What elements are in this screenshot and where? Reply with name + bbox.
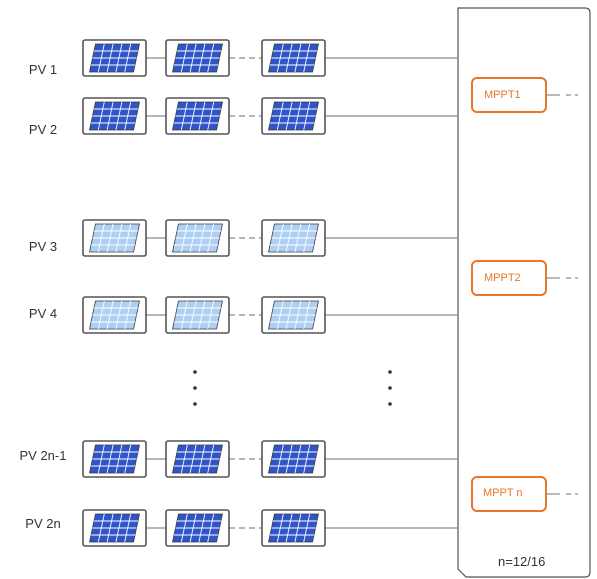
pv-panel-5-1 <box>82 440 147 478</box>
pv-panel-cells <box>268 300 319 330</box>
pv-string-label-2: PV 2 <box>28 122 58 137</box>
pv-panel-cells <box>172 444 223 474</box>
pv-panel-3-1 <box>82 219 147 257</box>
continuation-dot <box>193 402 197 406</box>
pv-panel-cells <box>89 43 140 73</box>
pv-panel-cells <box>172 101 223 131</box>
pv-panel-cells <box>268 223 319 253</box>
pv-panel-cells <box>268 444 319 474</box>
mppt-label-2: MPPT2 <box>484 272 521 284</box>
pv-panel-cells <box>172 513 223 543</box>
continuation-dot <box>193 370 197 374</box>
pv-panel-6-1 <box>82 509 147 547</box>
pv-panel-5-2 <box>165 440 230 478</box>
pv-panel-cells <box>172 43 223 73</box>
pv-string-label-1: PV 1 <box>28 62 58 77</box>
pv-panel-1-3 <box>261 39 326 77</box>
pv-panel-cells <box>268 101 319 131</box>
pv-panel-2-3 <box>261 97 326 135</box>
pv-panel-cells <box>89 513 140 543</box>
pv-panel-cells <box>172 300 223 330</box>
pv-panel-3-3 <box>261 219 326 257</box>
pv-string-label-4: PV 4 <box>28 306 58 321</box>
mppt-label-1: MPPT1 <box>484 89 521 101</box>
pv-panel-cells <box>89 223 140 253</box>
pv-panel-6-3 <box>261 509 326 547</box>
continuation-dot <box>388 370 392 374</box>
pv-panel-1-1 <box>82 39 147 77</box>
pv-panel-4-2 <box>165 296 230 334</box>
pv-panel-3-2 <box>165 219 230 257</box>
pv-panel-2-2 <box>165 97 230 135</box>
inverter-enclosure <box>457 7 591 578</box>
pv-panel-4-3 <box>261 296 326 334</box>
pv-panel-cells <box>89 444 140 474</box>
pv-panel-6-2 <box>165 509 230 547</box>
pv-string-label-6: PV 2n <box>25 516 61 531</box>
pv-string-label-5: PV 2n-1 <box>19 448 67 463</box>
mppt-label-3: MPPT n <box>483 487 523 499</box>
continuation-dot <box>388 386 392 390</box>
pv-panel-4-1 <box>82 296 147 334</box>
continuation-dot <box>388 402 392 406</box>
mppt-count-note: n=12/16 <box>498 554 546 569</box>
pv-panel-cells <box>268 513 319 543</box>
pv-panel-cells <box>172 223 223 253</box>
pv-panel-1-2 <box>165 39 230 77</box>
pv-panel-5-3 <box>261 440 326 478</box>
pv-panel-cells <box>268 43 319 73</box>
pv-panel-cells <box>89 101 140 131</box>
pv-panel-2-1 <box>82 97 147 135</box>
pv-panel-cells <box>89 300 140 330</box>
pv-string-label-3: PV 3 <box>28 239 58 254</box>
continuation-dot <box>193 386 197 390</box>
